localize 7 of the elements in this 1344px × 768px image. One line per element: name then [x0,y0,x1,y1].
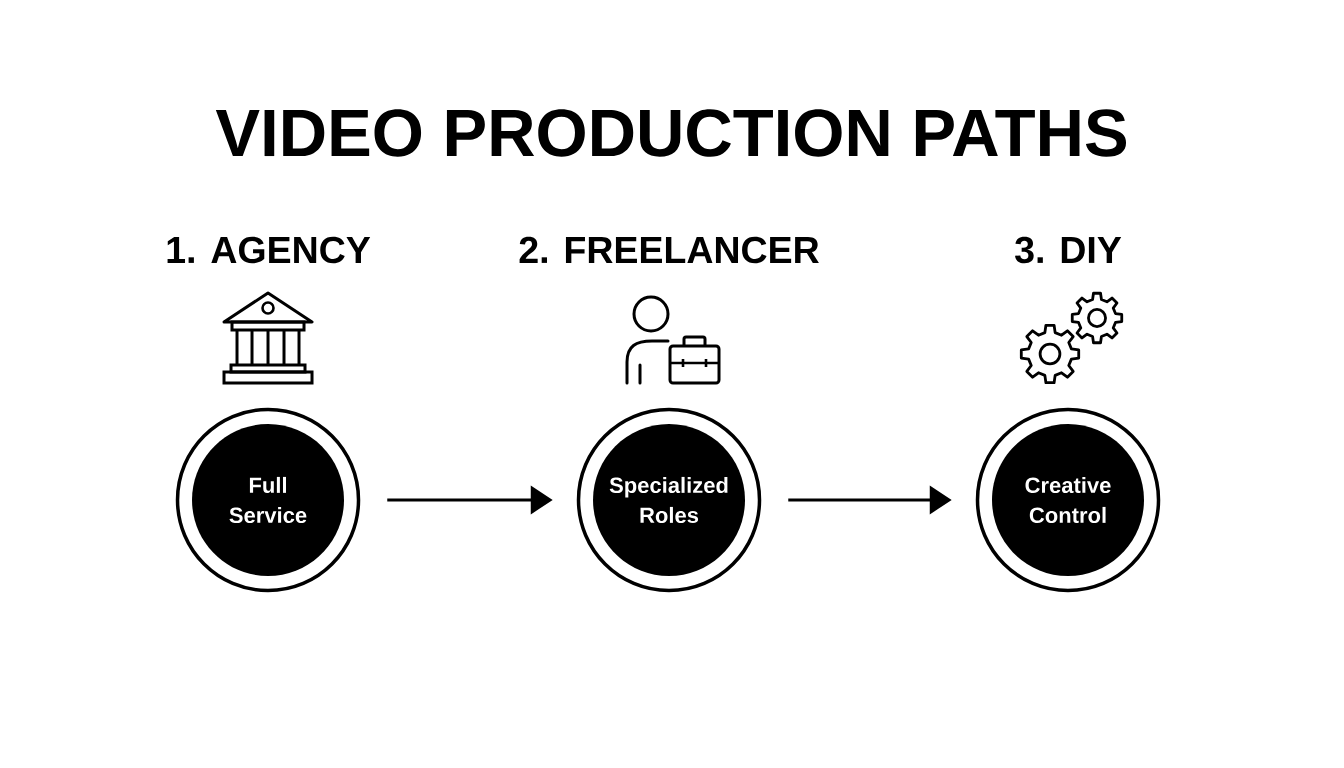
heading: 1. AGENCY [167,236,371,264]
circle-node: Specialized Roles [576,407,762,593]
heading: 3. DIY [1015,236,1122,264]
circle-node: Creative Control [975,407,1161,593]
heading: 2. FREELANCER [519,236,819,264]
title: VIDEO PRODUCTION PATHS [215,109,1127,157]
circle-node: Full Service [175,407,361,593]
